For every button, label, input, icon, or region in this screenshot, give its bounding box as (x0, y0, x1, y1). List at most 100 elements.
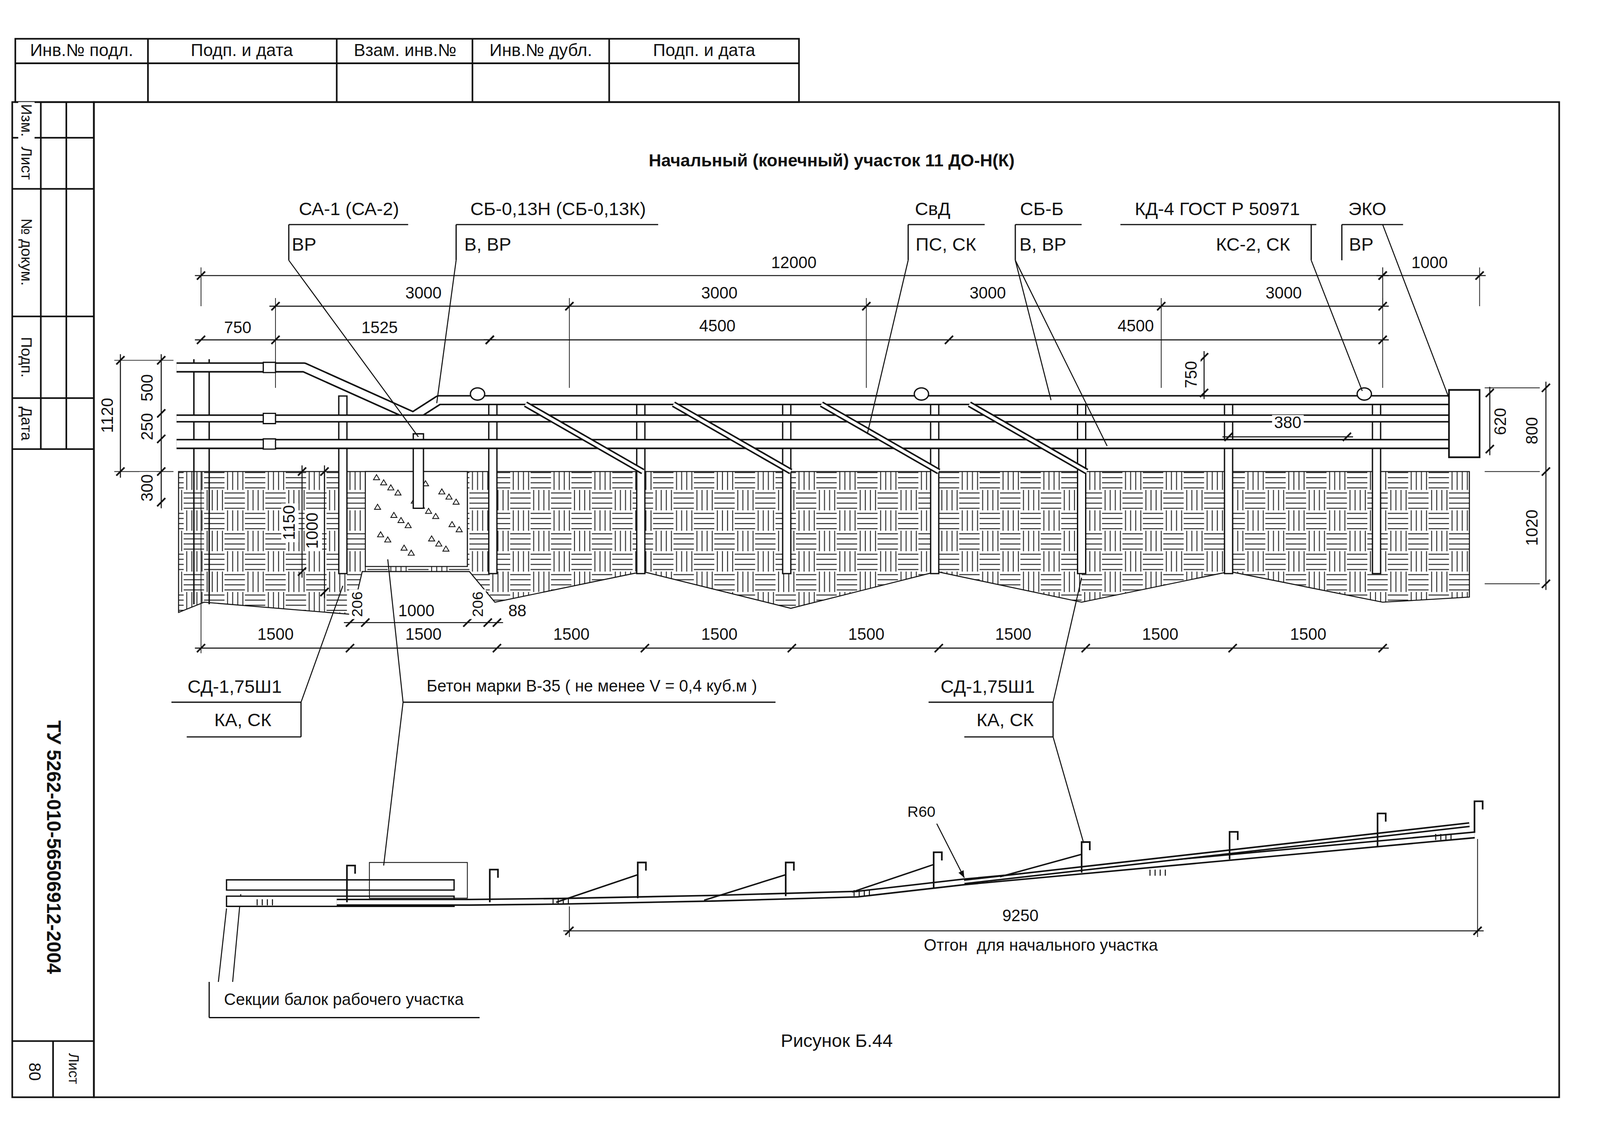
line (1052, 702, 1054, 737)
line (1341, 224, 1403, 226)
line (492, 618, 501, 627)
line (156, 467, 166, 476)
dimension: 206 (469, 589, 486, 619)
beam-inner (821, 404, 939, 472)
shape (374, 504, 381, 510)
shape (338, 396, 347, 574)
shape (369, 862, 468, 899)
shape (1077, 396, 1086, 574)
line (1015, 224, 1082, 226)
line (218, 908, 227, 982)
shape (637, 862, 646, 899)
part-label: Секции балок рабочего участка (221, 991, 466, 1009)
line (119, 354, 121, 478)
part-label: ПС, СК (913, 235, 979, 255)
shape (193, 359, 210, 605)
part-label: КА, СК (974, 710, 1036, 731)
shape (397, 517, 404, 523)
line (1378, 644, 1387, 653)
line (195, 275, 1389, 276)
title-block-cell: Инв.№ подл. (27, 41, 136, 61)
line (156, 409, 166, 418)
title-block-cell: Лист (18, 144, 35, 182)
shape (1377, 813, 1386, 848)
dimension: 750 (221, 319, 254, 338)
shape (176, 367, 1455, 417)
line (1382, 224, 1450, 399)
line (1341, 224, 1343, 261)
dimension: 3000 (699, 285, 740, 303)
part-label: СвД (912, 199, 953, 219)
line (320, 588, 329, 597)
shape (380, 479, 387, 486)
line (209, 1017, 480, 1019)
line (1310, 224, 1312, 261)
part-label: Бетон марки В-35 ( не менее V = 0,4 куб.… (424, 678, 760, 696)
shape (176, 438, 1455, 450)
shape (525, 404, 643, 472)
dimension: 3000 (1263, 285, 1304, 303)
dimension: 300 (139, 472, 157, 504)
line (195, 339, 497, 341)
line (402, 701, 776, 704)
line (1378, 335, 1387, 344)
line (1222, 436, 1353, 438)
line (387, 559, 404, 703)
line (346, 644, 355, 653)
line (455, 224, 658, 226)
line (936, 823, 965, 878)
line (156, 434, 166, 444)
shape (176, 414, 1455, 423)
beam-inner (969, 404, 1087, 472)
line (1376, 275, 1486, 276)
shape (390, 512, 397, 518)
title-block-cell: Подп. (18, 334, 35, 380)
line (208, 981, 210, 1018)
line (171, 701, 302, 704)
line (455, 224, 457, 261)
line (907, 224, 909, 261)
line (964, 736, 1054, 738)
figure-caption: Рисунок Б.44 (778, 1031, 895, 1051)
shape (263, 438, 276, 450)
dimension: 88 (506, 603, 529, 621)
shape (785, 862, 794, 897)
part-label: СБ-Б (1017, 199, 1066, 219)
shape (387, 485, 394, 491)
line (1052, 577, 1082, 703)
line (999, 854, 1082, 878)
line (1015, 260, 1108, 447)
title-block-cell: Дата (18, 404, 35, 443)
dimension: 1500 (551, 626, 592, 644)
dimension: 500 (139, 372, 157, 404)
title-block-cell: Лист (65, 1051, 81, 1087)
line (851, 864, 934, 893)
shape (854, 890, 870, 897)
line (160, 354, 162, 509)
shape (263, 413, 276, 424)
line (1160, 298, 1162, 388)
line (1473, 926, 1482, 935)
shape (394, 490, 401, 496)
shape (178, 471, 1470, 615)
dimension: 1150 (281, 502, 299, 543)
title-block-cell: 80 (25, 1060, 43, 1083)
line (944, 335, 953, 344)
line (1228, 644, 1237, 653)
dimension: 3000 (403, 285, 444, 303)
line (288, 224, 409, 226)
shape (226, 879, 455, 891)
drawing-lines (114, 224, 1550, 1018)
shape (373, 474, 380, 480)
line (565, 926, 574, 935)
line (298, 567, 307, 576)
dimension: 1500 (255, 626, 296, 644)
dimension: 1120 (99, 396, 117, 436)
line (563, 930, 1484, 932)
part-label: ВР (289, 235, 319, 255)
part-label: СД-1,75Ш1 (185, 677, 284, 697)
line (275, 298, 276, 388)
shape (673, 404, 791, 472)
line (346, 618, 355, 627)
shape (636, 396, 645, 574)
